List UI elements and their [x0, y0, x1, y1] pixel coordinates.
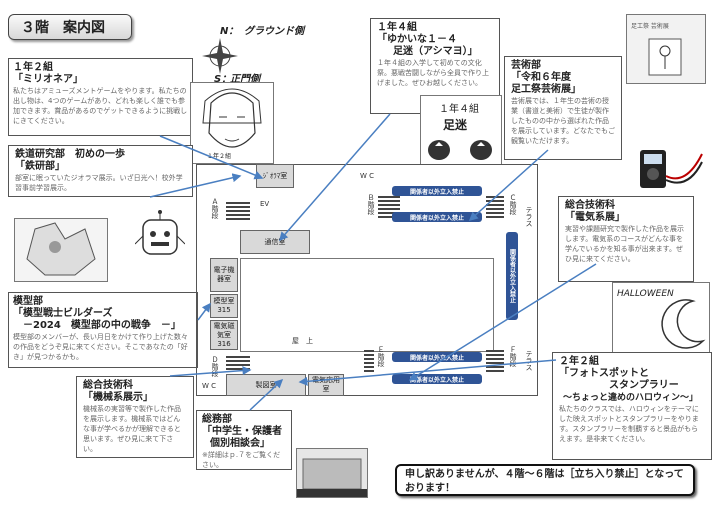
label-terrace-top: テラス: [525, 206, 533, 227]
pumpkin-text-2: 足迷: [443, 118, 468, 132]
no-entry-sign: 関係者以外立入禁止: [392, 186, 482, 196]
box-header: １年２組: [13, 62, 53, 73]
label-b-stairs: Ｂ階段: [367, 194, 375, 215]
room-communication: 通信室: [240, 230, 310, 254]
room-electric-316: 電気磁気室316: [210, 320, 238, 350]
compass-north: N：: [220, 26, 239, 37]
label-e-stairs: Ｅ階段: [377, 346, 385, 367]
art-sign-text: 足工祭 芸術展: [631, 23, 669, 30]
robot-model-photo: [14, 218, 108, 282]
label-terrace-bottom: テラス: [525, 350, 533, 371]
box-description: 私たちはアミューズメントゲームをやります。私たちの出し物は、4つのゲームがあり、…: [13, 87, 188, 125]
compass-rose-icon: [202, 38, 238, 74]
closure-notice: 申し訳ありませんが、４階～６階は［立ち入り禁止］となっております！: [395, 464, 695, 496]
box-title-2: －2024 模型部の中の戦争 －」: [23, 320, 181, 331]
info-box-general-affairs: 総務部 「中学生・保護者 個別相談会」 ※詳細はｐ.７をご覧ください。: [196, 410, 292, 470]
sketch-portrait-image: １年２組: [190, 82, 274, 164]
pumpkin-text: １年４組: [439, 104, 479, 115]
compass-south-label: 正門側: [230, 74, 260, 85]
info-box-model-club: 模型部 「模型戦士ビルダーズ －2024 模型部の中の戦争 －」 模型部のメンバ…: [8, 292, 198, 368]
box-header: 模型部: [13, 296, 43, 307]
label-wc-bottom: W C: [202, 382, 217, 390]
box-title: 「中学生・保護者: [202, 426, 282, 437]
box-description: ※詳細はｐ.７をご覧ください。: [202, 451, 281, 469]
label-d-stairs: Ｄ階段: [211, 356, 219, 377]
pumpkin-drawing-image: １年４組 足迷: [420, 95, 502, 165]
robot-mascot-icon: [134, 208, 186, 268]
box-title-2: 足工祭芸術展」: [511, 84, 581, 95]
box-header: １年４組: [377, 22, 417, 33]
box-description: 私たちのクラスでは、ハロウィンをテーマにした映えスポットとスタンプラリーをやりま…: [559, 405, 699, 443]
room-model-315: 模型室315: [210, 294, 238, 318]
box-description: １年４組の入学して初めての文化祭。悪戦苦闘しながら全員で作り上げました。ぜひお越…: [377, 59, 489, 87]
building-photo: [296, 448, 368, 498]
box-title-2: 足迷（アシマヨ）」: [393, 46, 478, 57]
info-box-mechanical: 総合技術科 「機械系展示」 機械系の実習等で製作した作品を展示します。機械系では…: [76, 376, 194, 458]
halloween-text: HALLOWEEN: [617, 289, 674, 299]
box-header: 芸術部: [511, 60, 541, 71]
floor-map: ｼﾞｵﾗﾏ室 W C Ａ階段 EV Ｂ階段 Ｃ階段 テラス 通信室 電子機器室 …: [196, 160, 546, 400]
no-entry-sign: 関係者以外立入禁止: [392, 374, 482, 384]
box-description: 芸術展では、１年生の芸術の授業（書道と美術）で生徒が製作したものの中から選ばれた…: [511, 97, 615, 145]
no-entry-sign: 関係者以外立入禁止: [392, 352, 482, 362]
box-description: 機械系の実習等で製作した作品を展示します。機械系ではどんな事が学べるかが理解でき…: [83, 405, 181, 453]
art-exhibit-photo: 足工祭 芸術展: [626, 14, 706, 84]
no-entry-sign: 関係者以外立入禁止: [392, 212, 482, 222]
label-roof: 屋 上: [292, 337, 313, 345]
box-description: 部室に眠っていたジオラマ展示。いざ日光へ！校外学習事前学習展示。: [15, 174, 183, 192]
box-header: 総合技術科: [565, 200, 615, 211]
box-title: 「電気系展」: [565, 212, 625, 223]
info-box-class-2-2: ２年２組 「フォトスポットと スタンプラリー ～ちょっと違めのハロウィン～」 私…: [552, 352, 712, 460]
info-box-art-club: 芸術部 「令和６年度 足工祭芸術展」 芸術展では、１年生の芸術の授業（書道と美術…: [504, 56, 622, 160]
label-wc-top: W C: [360, 172, 375, 180]
box-title: 「フォトスポットと: [559, 368, 649, 379]
label-a-stairs: Ａ階段: [211, 198, 219, 219]
box-header: 総務部: [202, 414, 232, 425]
compass-south: S：: [214, 74, 232, 85]
box-description: 実習や課題研究で製作した作品を展示します。電気系のコースがどんな事を学んでいるか…: [565, 225, 684, 263]
box-title: 「ゆかいな１－４: [377, 34, 457, 45]
multimeter-icon: [636, 146, 706, 192]
box-title: 「令和６年度: [511, 72, 571, 83]
sketch-caption: １年２組: [207, 153, 232, 160]
box-title: 「鉄研部」: [15, 161, 65, 172]
room-electronics: 電子機器室: [210, 258, 238, 292]
no-entry-sign-vertical: 関係者以外立入禁止: [506, 232, 518, 320]
box-title: 「ミリオネア」: [13, 74, 83, 85]
box-header: 総合技術科: [83, 380, 133, 391]
label-ev: EV: [260, 200, 270, 208]
box-title-2: スタンプラリー: [609, 380, 679, 391]
compass: N： グラウンド側 S： 正門側: [200, 22, 340, 92]
page-title: ３階 案内図: [8, 14, 132, 40]
box-title-2: 個別相談会」: [210, 438, 270, 449]
box-title-3: ～ちょっと違めのハロウィン～」: [563, 393, 699, 403]
info-box-railway-club: 鉄道研究部 初めの一歩 「鉄研部」 部室に眠っていたジオラマ展示。いざ日光へ！校…: [8, 145, 193, 197]
box-header-2: 初めの一歩: [75, 149, 125, 160]
box-title: 「模型戦士ビルダーズ: [13, 308, 113, 319]
label-c-stairs: Ｃ階段: [509, 194, 517, 215]
box-title: 「機械系展示」: [83, 392, 153, 403]
label-f-stairs: Ｆ階段: [509, 346, 517, 367]
info-box-electrical: 総合技術科 「電気系展」 実習や課題研究で製作した作品を展示します。電気系のコー…: [558, 196, 694, 282]
compass-north-label: グラウンド側: [244, 26, 304, 37]
box-description: 模型部のメンバーが、長い月日をかけて作り上げた数々の作品をどうぞ見に来てください…: [13, 333, 188, 361]
box-header: ２年２組: [559, 356, 599, 367]
box-header: 鉄道研究部: [15, 149, 65, 160]
halloween-image: HALLOWEEN: [612, 282, 710, 356]
